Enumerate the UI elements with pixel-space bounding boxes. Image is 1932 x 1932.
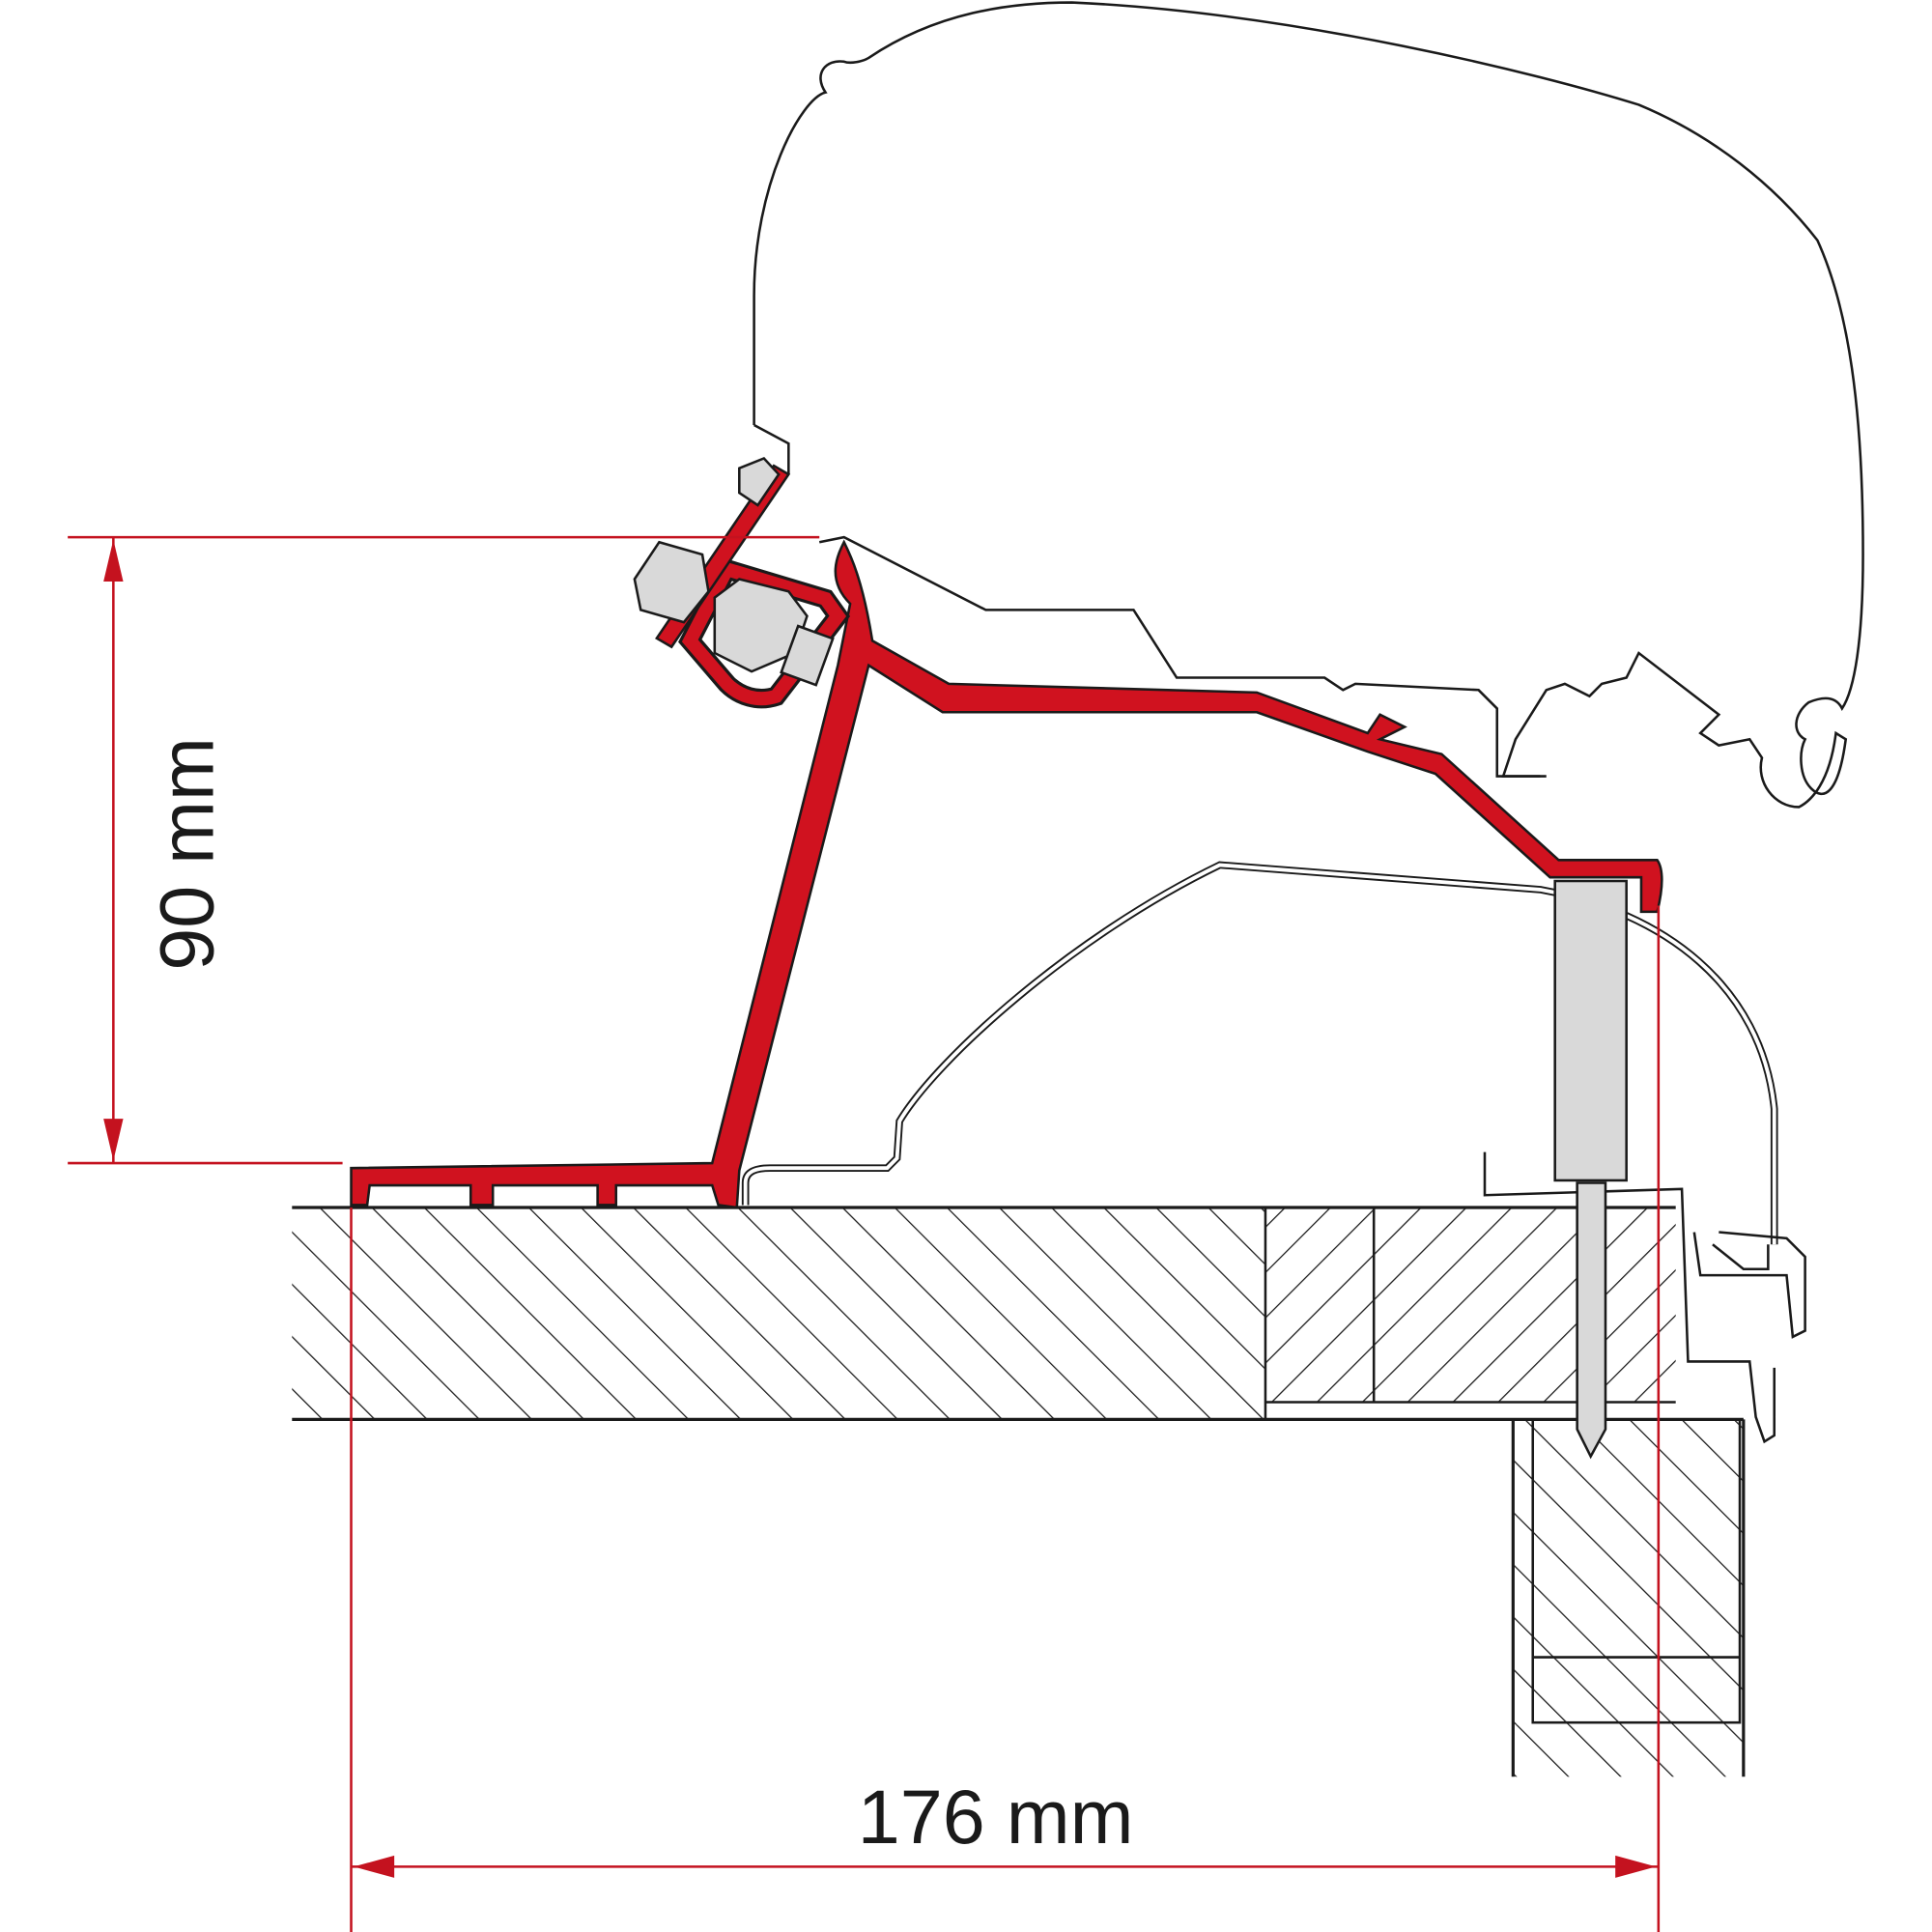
mounting-screw: [1576, 1181, 1607, 1460]
arrow-right-icon: [1615, 1855, 1657, 1878]
awning-lower-profile: [753, 423, 1541, 778]
awning-housing-outline: [753, 1, 1864, 809]
height-dimension: [68, 535, 820, 1165]
roof-section: [292, 1206, 1744, 1421]
edge-trim: [1483, 1151, 1806, 1444]
width-dimension: [350, 905, 1661, 1932]
height-label: 90 mm: [144, 737, 230, 971]
spacer-block: [1553, 879, 1628, 1182]
bolt-nuts: [633, 456, 835, 687]
width-label: 176 mm: [858, 1774, 1134, 1860]
arrow-left-icon: [354, 1855, 395, 1878]
adapter-bracket: [350, 539, 1663, 1209]
arrow-up-icon: [103, 539, 124, 582]
arrow-down-icon: [103, 1119, 124, 1161]
wall-section: [1511, 1418, 1746, 1777]
